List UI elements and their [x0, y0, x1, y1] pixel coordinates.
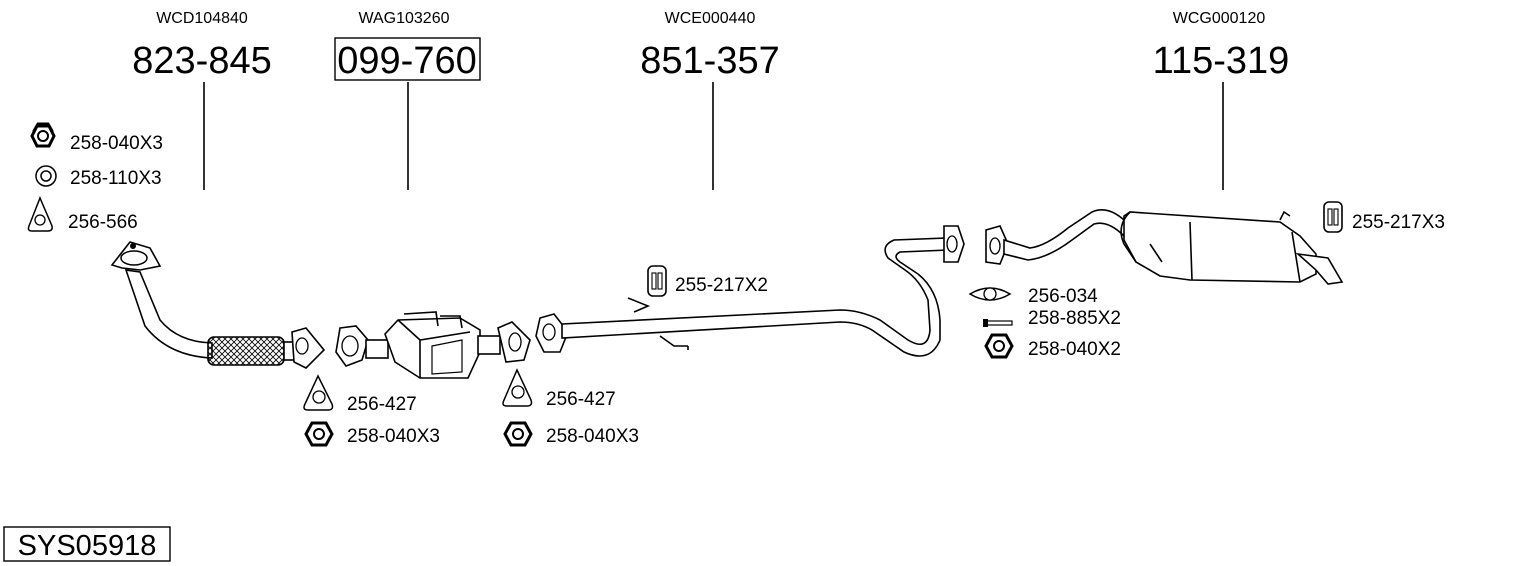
highlight-box [334, 37, 481, 81]
label-front-ring: 258-110X3 [70, 168, 162, 189]
hex-nut-icon [30, 122, 56, 148]
bolt-icon [983, 319, 1013, 327]
label-cat-right-gasket: 256-427 [546, 389, 616, 410]
flex-joint [207, 336, 285, 366]
triangle-gasket-icon [303, 374, 334, 411]
label-tail-hanger: 255-217X3 [1352, 212, 1445, 233]
rubber-hanger-icon [647, 265, 667, 297]
part-code-1: WCD104840 [156, 10, 248, 27]
label-cat-left-nut: 258-040X3 [347, 426, 440, 447]
label-cat-left-gasket: 256-427 [347, 394, 417, 415]
hex-nut-icon [304, 421, 334, 447]
label-rear-gasket: 256-034 [1028, 286, 1098, 307]
middle-pipe [535, 225, 965, 357]
ring-washer-icon [35, 165, 57, 187]
part-code-4: WCG000120 [1173, 10, 1266, 27]
part-number-1: 823-845 [132, 40, 271, 82]
system-id: SYS05918 [18, 530, 157, 562]
triangle-gasket-icon [27, 196, 53, 232]
label-front-gasket: 256-566 [68, 212, 138, 233]
oval-gasket-icon [968, 287, 1012, 301]
label-rear-nut: 258-040X2 [1028, 339, 1121, 360]
hex-nut-icon [984, 333, 1014, 359]
tail-pipe [1295, 252, 1344, 285]
catalytic-converter [335, 311, 531, 379]
part-number-3: 851-357 [640, 40, 779, 82]
label-front-nut: 258-040X3 [70, 133, 163, 154]
part-number-2: 099-760 [337, 40, 476, 82]
triangle-gasket-icon [502, 368, 533, 407]
label-cat-right-nut: 258-040X3 [546, 426, 639, 447]
front-pipe [110, 241, 326, 369]
part-code-3: WCE000440 [665, 10, 756, 27]
rear-silencer [985, 209, 1344, 285]
part-code-2: WAG103260 [358, 10, 449, 27]
rubber-hanger-icon [1323, 201, 1343, 233]
system-id-box [3, 526, 171, 562]
label-mid-hanger: 255-217X2 [675, 275, 768, 296]
pipe-hanger-bracket [627, 297, 689, 350]
label-rear-bolt: 258-885X2 [1028, 308, 1121, 329]
hex-nut-icon [503, 421, 533, 447]
part-number-4: 115-319 [1153, 40, 1290, 82]
